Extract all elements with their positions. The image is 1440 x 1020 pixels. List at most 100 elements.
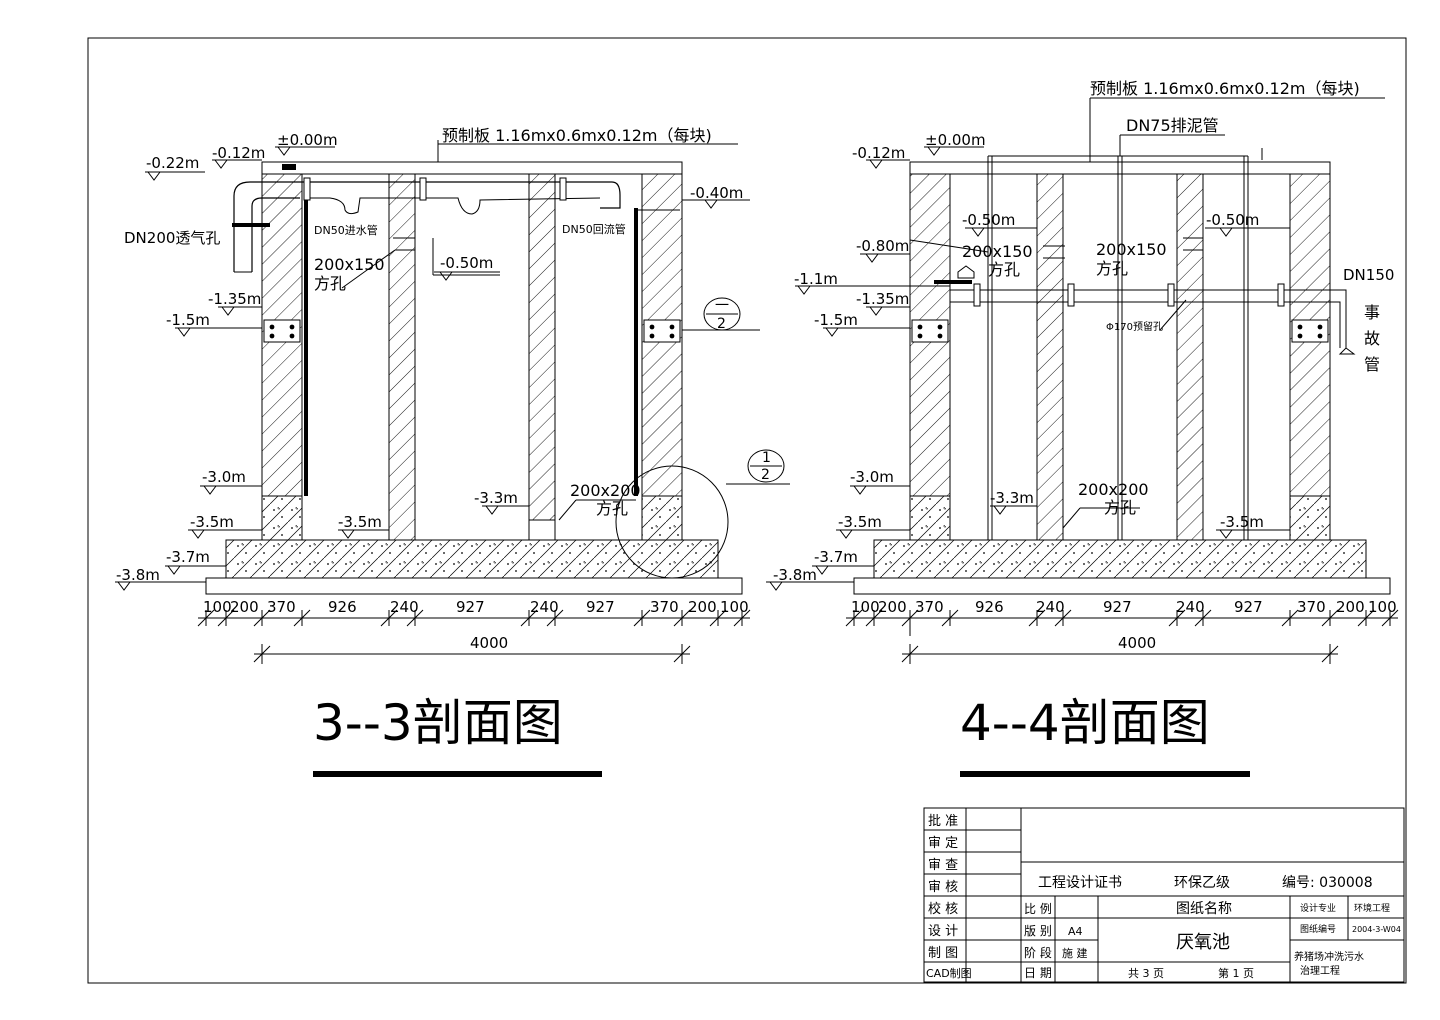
hole1-type-2: 方孔 xyxy=(988,260,1020,279)
dim: 927 xyxy=(586,598,615,616)
dim: 927 xyxy=(1103,598,1132,616)
elev-m050a: -0.50m xyxy=(962,211,1015,229)
dim: 927 xyxy=(456,598,485,616)
dim: 927 xyxy=(1234,598,1263,616)
drawing-name-label: 图纸名称 xyxy=(1176,901,1232,917)
drawing-no-label: 图纸编号 xyxy=(1300,923,1336,935)
elev-m38: -3.8m xyxy=(116,566,160,584)
dim: 100 xyxy=(1368,598,1397,616)
dim: 200 xyxy=(230,598,259,616)
scale-label: 比 例 xyxy=(1024,902,1052,916)
dim: 200 xyxy=(1336,598,1365,616)
hole1-type: 方孔 xyxy=(314,274,346,293)
vent-label: DN200透气孔 xyxy=(124,229,220,247)
dim: 926 xyxy=(975,598,1004,616)
drawing-no: 2004-3-W04 xyxy=(1352,925,1401,934)
cert-number: 编号: 030008 xyxy=(1282,875,1373,891)
section-3-3-labels: 预制板 1.16mx0.6mx0.12m（每块) ±0.00m -0.12m -… xyxy=(116,126,771,752)
dim: 100 xyxy=(851,598,880,616)
dim: 370 xyxy=(650,598,679,616)
role-cad: CAD制图 xyxy=(926,967,972,980)
dim: 370 xyxy=(267,598,296,616)
section-title-4-4: 4--4剖面图 xyxy=(960,694,1210,752)
elev-m33-2: -3.3m xyxy=(990,489,1034,507)
page-number: 第 1 页 xyxy=(1218,966,1254,980)
detail1-top: 一 xyxy=(715,298,729,314)
reserve-hole-label: Φ170预留孔 xyxy=(1106,320,1163,333)
elev-m35b: -3.5m xyxy=(338,513,382,531)
title-block xyxy=(923,807,1405,983)
grade-label: 环保乙级 xyxy=(1174,875,1230,891)
elev-m15-2: -1.5m xyxy=(814,311,858,329)
sheet-frame xyxy=(87,37,1407,984)
elev-top-2: ±0.00m xyxy=(925,131,986,149)
pages-total: 共 3 页 xyxy=(1128,967,1164,980)
detail1-bottom: 2 xyxy=(717,316,726,332)
base-slab-2 xyxy=(873,539,1367,579)
stage-value: 施 建 xyxy=(1062,946,1088,960)
title-block-text: 批 准 审 定 审 查 审 核 校 核 设 计 制 图 CAD制图 工程设计证书… xyxy=(926,814,1401,980)
size-value: A4 xyxy=(1068,925,1083,938)
hole3-size-2: 200x200 xyxy=(1078,480,1149,499)
slab-label-2: 预制板 1.16mx0.6mx0.12m（每块) xyxy=(1090,79,1360,98)
hole1-size-2: 200x150 xyxy=(962,242,1033,261)
elev-m080: -0.80m xyxy=(856,237,909,255)
spec-value: 环境工程 xyxy=(1354,902,1390,914)
elev-m35a: -3.5m xyxy=(190,513,234,531)
project-line-2: 治理工程 xyxy=(1300,964,1340,977)
base-slab xyxy=(225,539,719,579)
hole2-size: 200x200 xyxy=(570,481,641,500)
size-label: 版 别 xyxy=(1024,924,1052,938)
role-draw: 制 图 xyxy=(928,946,958,961)
section-title-3-3: 3--3剖面图 xyxy=(313,694,563,752)
elev-m33: -3.3m xyxy=(474,489,518,507)
dim: 200 xyxy=(688,598,717,616)
section-4-4-labels: 预制板 1.16mx0.6mx0.12m（每块) DN75排泥管 ±0.00m … xyxy=(773,79,1397,752)
role-check: 校 核 xyxy=(928,901,958,917)
cert-label: 工程设计证书 xyxy=(1038,875,1122,891)
hole2-size-2: 200x150 xyxy=(1096,240,1167,259)
sludge-label: DN75排泥管 xyxy=(1126,116,1219,135)
dn150-label: DN150 xyxy=(1343,266,1394,284)
wall-mid-2 xyxy=(528,173,556,521)
accident-pipe-1: 事 xyxy=(1364,303,1380,322)
drawing-name: 厌氧池 xyxy=(1176,932,1230,953)
elev-m30: -3.0m xyxy=(202,468,246,486)
elev-m012-2: -0.12m xyxy=(852,144,905,162)
hole2-type-2: 方孔 xyxy=(1096,259,1128,278)
elev-m135: -1.35m xyxy=(208,290,261,308)
elev-m11: -1.1m xyxy=(794,270,838,288)
dim-total: 4000 xyxy=(470,634,508,652)
hole2-type: 方孔 xyxy=(596,499,628,518)
dim: 926 xyxy=(328,598,357,616)
accident-pipe-3: 管 xyxy=(1364,355,1380,374)
role-review: 审 核 xyxy=(928,880,958,895)
hole3-type-2: 方孔 xyxy=(1104,498,1136,517)
dim: 100 xyxy=(203,598,232,616)
slab-label: 预制板 1.16mx0.6mx0.12m（每块) xyxy=(442,126,712,145)
date-label: 日 期 xyxy=(1024,966,1052,980)
elev-m050b: -0.50m xyxy=(1206,211,1259,229)
role-approve: 批 准 xyxy=(928,814,958,829)
cover-slab xyxy=(261,161,683,175)
elev-m050: -0.50m xyxy=(440,254,493,272)
elev-m35a-2: -3.5m xyxy=(838,513,882,531)
cushion xyxy=(205,577,743,595)
elev-m37: -3.7m xyxy=(166,548,210,566)
dim: 100 xyxy=(720,598,749,616)
role-design: 设 计 xyxy=(928,924,958,939)
role-authorize: 审 定 xyxy=(928,836,958,851)
dim: 370 xyxy=(1297,598,1326,616)
detail2-bottom: 2 xyxy=(761,467,770,483)
elev-m135-2: -1.35m xyxy=(856,290,909,308)
elev-m15: -1.5m xyxy=(166,311,210,329)
cover-slab-2 xyxy=(909,161,1331,175)
dim: 200 xyxy=(878,598,907,616)
inlet-label: DN50进水管 xyxy=(314,223,378,237)
detail2-top: 1 xyxy=(762,450,771,466)
spec-label: 设计专业 xyxy=(1300,902,1336,914)
elev-m38-2: -3.8m xyxy=(773,566,817,584)
section-4-4 xyxy=(766,97,1399,777)
hole1-size: 200x150 xyxy=(314,255,385,274)
